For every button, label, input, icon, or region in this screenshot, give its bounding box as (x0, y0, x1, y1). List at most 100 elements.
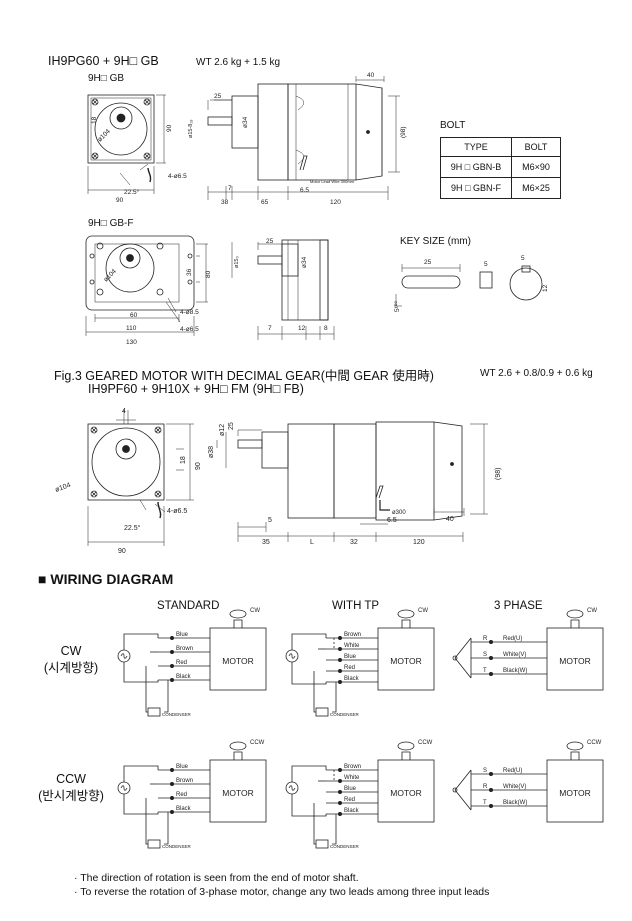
mount-hole-icon (154, 426, 162, 434)
mount-hole-icon (90, 426, 98, 434)
dim-text: 80 (205, 270, 212, 278)
dim-text: 8 (324, 325, 328, 332)
motor-box (377, 627, 435, 691)
motor-label: MOTOR (390, 656, 421, 666)
dim-text: 32 (350, 539, 358, 546)
dim-text: 5 (521, 255, 525, 262)
note-1: · The direction of rotation is seen from… (74, 872, 359, 884)
rotation-knob-icon (229, 609, 247, 619)
condenser-label: CONDENSER (162, 844, 192, 849)
rotation-knob-icon (566, 741, 584, 751)
dim-text: 25 (214, 93, 222, 100)
gb-front-view (87, 94, 166, 194)
dim-text: ø34 (301, 256, 308, 268)
dim-text: 40 (446, 516, 454, 523)
dim-text: 7 (228, 185, 232, 192)
dim-text: ø15-8₁₈ (188, 119, 194, 138)
wiring-col-3phase: 3 PHASE (494, 600, 543, 612)
bolt-table: TYPE BOLT 9H □ GBN-B M6×90 9H □ GBN-F M6… (440, 137, 561, 199)
wire-label: Black (176, 806, 192, 812)
wire-label: Brown (176, 646, 193, 652)
dim-text: Motor Lead Wire 300mm (310, 179, 355, 184)
dim-text: 4-ø6.5 (168, 173, 187, 180)
dim-text: 25 (424, 259, 432, 266)
wire-label: Brown (344, 764, 361, 770)
note-2: · To reverse the rotation of 3-phase mot… (74, 886, 490, 898)
terminal-label: S (483, 768, 487, 774)
dim-text: 25 (266, 238, 274, 245)
rotation-knob-icon (229, 741, 247, 751)
dim-text: 25 (228, 422, 235, 430)
motor-box (546, 627, 604, 691)
wire-label: Blue (344, 786, 357, 792)
mount-hole-icon (91, 98, 99, 106)
rotation-knob-icon (566, 609, 584, 619)
bolt-cell: 9H □ GBN-F (440, 177, 512, 199)
dim-text: 4 (122, 408, 126, 415)
shaft (401, 751, 411, 760)
gbf-label: 9H□ GB-F (88, 218, 134, 229)
dim-text: 40 (367, 72, 375, 79)
mount-hole-icon (90, 490, 98, 498)
motor-box (209, 627, 267, 691)
mount-hole-icon (143, 152, 151, 160)
wire-label: White (344, 643, 360, 649)
condenser-icon (315, 839, 329, 849)
dim-text: 90 (195, 462, 202, 470)
condenser-icon (147, 839, 161, 849)
dim-text: 5¹⁰⁰ (394, 301, 401, 312)
wire-label: Black (344, 676, 360, 682)
dim-text: 18 (180, 456, 187, 464)
rotation-direction-label: CW (587, 608, 597, 614)
condenser-label: CONDENSER (162, 712, 192, 717)
bolt-cell: M6×25 (511, 177, 561, 199)
dim-text: 18 (91, 116, 98, 124)
shaft (233, 619, 243, 628)
wire-label: Red(U) (503, 636, 522, 642)
motor-label: MOTOR (222, 656, 253, 666)
wire-label: Black(W) (503, 800, 527, 806)
ccw-label-en: CCW (56, 772, 86, 786)
wire-label: Red (344, 797, 355, 803)
wire-label: White (344, 775, 360, 781)
rotation-direction-label: CCW (587, 740, 602, 746)
dim-text: 12 (542, 284, 549, 292)
condenser-icon (147, 707, 161, 717)
model-weight: WT 2.6 kg + 1.5 kg (196, 57, 281, 68)
wire-label: Blue (344, 654, 357, 660)
wire-label: Brown (344, 632, 361, 638)
dim-text: (98) (400, 126, 407, 138)
ccw-label: CCW (반시계방향) (28, 771, 114, 805)
wiring-layer: MOTORCWBlueBrownRedBlackCONDENSERMOTORCW… (117, 608, 604, 849)
rotation-direction-label: CCW (250, 740, 265, 746)
dim-text: 90 (116, 197, 124, 204)
motor-label: MOTOR (559, 788, 590, 798)
gbf-side-view (231, 239, 335, 340)
wire-label: Red (176, 660, 187, 666)
terminal-label: T (483, 668, 487, 674)
mount-hole-icon (91, 152, 99, 160)
wire-label: Red (176, 792, 187, 798)
motor-box (546, 759, 604, 823)
rotation-knob-icon (397, 609, 415, 619)
motor-box (209, 759, 267, 823)
cw-label-kr: (시계방향) (43, 661, 99, 675)
dim-text: ø104 (54, 482, 71, 494)
keysize-title: KEY SIZE (mm) (400, 236, 471, 247)
wire-label: White(V) (503, 652, 526, 658)
dim-text: 4-ø8.5 (180, 309, 199, 316)
wire-label: Red (344, 665, 355, 671)
wire-label: Black (344, 808, 360, 814)
dim-text: 65 (261, 199, 269, 206)
shaft (570, 619, 580, 628)
terminal-label: R (483, 636, 488, 642)
wiring-col-tp: WITH TP (332, 600, 380, 612)
dim-text: 5 (484, 261, 488, 268)
shaft (401, 619, 411, 628)
rotation-direction-label: CCW (418, 740, 433, 746)
